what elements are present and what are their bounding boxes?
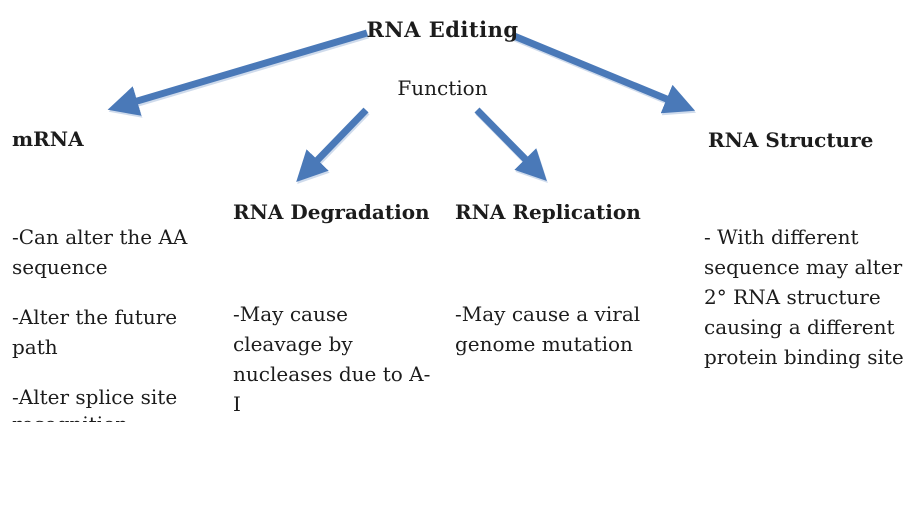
branch-body-rna-degradation: -May cause cleavage by nucleases due to … bbox=[233, 299, 438, 439]
diagram-subtitle: Function bbox=[397, 76, 488, 100]
branch-heading-rna-replication: RNA Replication bbox=[455, 200, 641, 224]
rna-replication-paragraph-1: -May cause a viral genome mutation bbox=[455, 302, 641, 356]
rna-structure-paragraph-1: - With different sequence may alter 2° R… bbox=[704, 225, 904, 369]
arrow-to-rna-degradation bbox=[296, 107, 369, 183]
branch-heading-rna-degradation: RNA Degradation bbox=[233, 200, 430, 224]
rna-degradation-paragraph-1: -May cause cleavage by nucleases due to … bbox=[233, 302, 431, 416]
mrna-paragraph-1: -Can alter the AA sequence bbox=[12, 225, 188, 279]
mrna-clipped-line: recognition bbox=[12, 409, 212, 422]
branch-heading-rna-structure: RNA Structure bbox=[708, 128, 874, 152]
branch-body-mrna: -Can alter the AA sequence -Alter the fu… bbox=[12, 222, 222, 432]
diagram-title: RNA Editing bbox=[366, 17, 519, 42]
branch-body-rna-replication: -May cause a viral genome mutation bbox=[455, 299, 670, 379]
mrna-paragraph-3: -Alter splice site bbox=[12, 385, 178, 409]
branch-heading-mrna: mRNA bbox=[12, 127, 84, 151]
branch-body-rna-structure: - With different sequence may alter 2° R… bbox=[704, 222, 909, 392]
mrna-paragraph-2: -Alter the future path bbox=[12, 305, 178, 359]
arrow-to-rna-replication bbox=[474, 107, 547, 181]
